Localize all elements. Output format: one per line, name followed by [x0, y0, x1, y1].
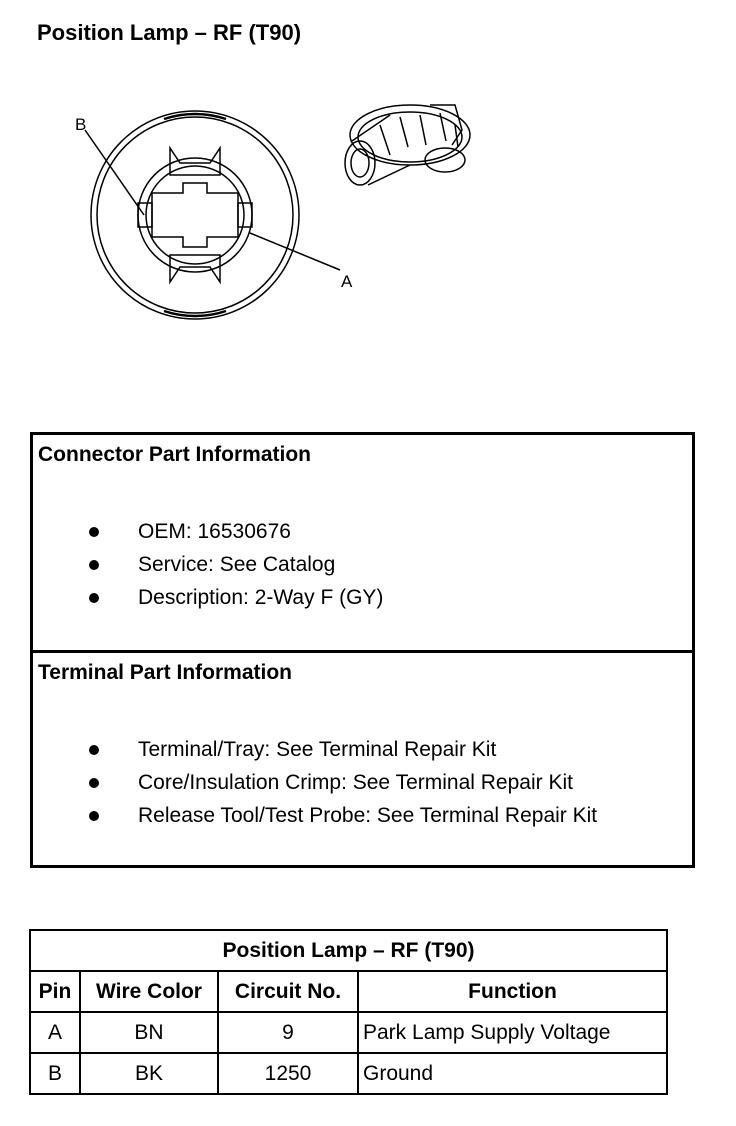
wire-color-cell: BN — [79, 1011, 219, 1054]
list-item: Terminal/Tray: See Terminal Repair Kit — [33, 733, 597, 766]
list-item: OEM: 16530676 — [33, 515, 383, 548]
page-title: Position Lamp – RF (T90) — [37, 20, 302, 45]
connector-info-heading: Connector Part Information — [38, 443, 312, 466]
connector-part-information: Connector Part Information OEM: 16530676… — [33, 435, 692, 653]
list-item: Release Tool/Test Probe: See Terminal Re… — [33, 799, 597, 832]
circuit-no-cell: 1250 — [217, 1052, 359, 1095]
column-header-pin: Pin — [29, 970, 81, 1013]
list-item: Service: See Catalog — [33, 548, 383, 581]
wire-color-cell: BK — [79, 1052, 219, 1095]
table-caption-row: Position Lamp – RF (T90) — [29, 929, 668, 972]
bullet-icon — [89, 745, 99, 755]
function-cell: Park Lamp Supply Voltage — [357, 1011, 668, 1054]
bullet-icon — [89, 527, 99, 537]
table-caption: Position Lamp – RF (T90) — [29, 929, 668, 972]
table-row: A BN 9 Park Lamp Supply Voltage — [29, 1011, 668, 1054]
table-header-row: Pin Wire Color Circuit No. Function — [29, 970, 668, 1013]
column-header-function: Function — [357, 970, 668, 1013]
terminal-info-heading: Terminal Part Information — [38, 661, 292, 684]
list-item: Core/Insulation Crimp: See Terminal Repa… — [33, 766, 597, 799]
part-information-box: Connector Part Information OEM: 16530676… — [30, 432, 695, 868]
bullet-icon — [89, 593, 99, 603]
terminal-part-information: Terminal Part Information Terminal/Tray:… — [33, 653, 692, 865]
bullet-icon — [89, 811, 99, 821]
table-row: B BK 1250 Ground — [29, 1052, 668, 1095]
function-cell: Ground — [357, 1052, 668, 1095]
column-header-wire-color: Wire Color — [79, 970, 219, 1013]
connector-info-list: OEM: 16530676 Service: See Catalog Descr… — [33, 515, 383, 614]
pin-table: Position Lamp – RF (T90) Pin Wire Color … — [29, 929, 668, 1095]
column-header-circuit-no: Circuit No. — [217, 970, 359, 1013]
lamp-socket-illustration — [344, 104, 471, 186]
circuit-no-cell: 9 — [217, 1011, 359, 1054]
callout-a: A — [341, 272, 353, 291]
callout-b: B — [75, 115, 86, 134]
pin-cell: B — [29, 1052, 81, 1095]
bullet-icon — [89, 560, 99, 570]
pin-cell: A — [29, 1011, 81, 1054]
terminal-info-list: Terminal/Tray: See Terminal Repair Kit C… — [33, 733, 597, 832]
list-item: Description: 2-Way F (GY) — [33, 581, 383, 614]
bullet-icon — [89, 778, 99, 788]
connector-drawing: B A — [75, 104, 471, 320]
